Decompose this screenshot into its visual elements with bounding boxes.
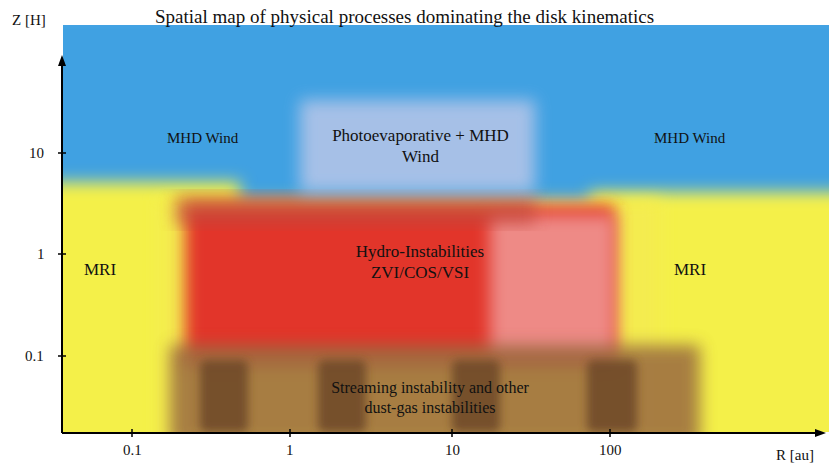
region-label: Photoevaporative + MHD Wind [313,125,528,168]
tick-label: 0.1 [25,348,44,365]
diagram-title: Spatial map of physical processes domina… [155,6,654,28]
tick-label: 100 [599,442,622,459]
tick-label: 10 [29,145,44,162]
region-label: MHD Wind [654,129,725,148]
wind-region: MHD Wind [167,129,238,148]
wind-region: MHD Wind [654,129,725,148]
tick-label: 1 [37,246,45,263]
axis-title: Z [H] [12,12,46,29]
region-label: MHD Wind [167,129,238,148]
region-label: MRI [84,259,116,280]
tick-label: 1 [286,442,294,459]
dust-gas-instability-region: Streaming instability and other dust-gas… [325,378,535,418]
region-label: Hydro-Instabilities ZVI/COS/VSI [335,241,505,284]
region-label: Streaming instability and other dust-gas… [325,378,535,418]
axis-title: R [au] [776,447,814,464]
mri-region: MRI [84,259,116,280]
tick-label: 0.1 [123,442,142,459]
photoevaporation-region: Photoevaporative + MHD Wind [313,125,528,168]
hydro-instability-region: Hydro-Instabilities ZVI/COS/VSI [335,241,505,284]
mri-region: MRI [674,259,706,280]
region-label: MRI [674,259,706,280]
tick-label: 10 [445,442,460,459]
